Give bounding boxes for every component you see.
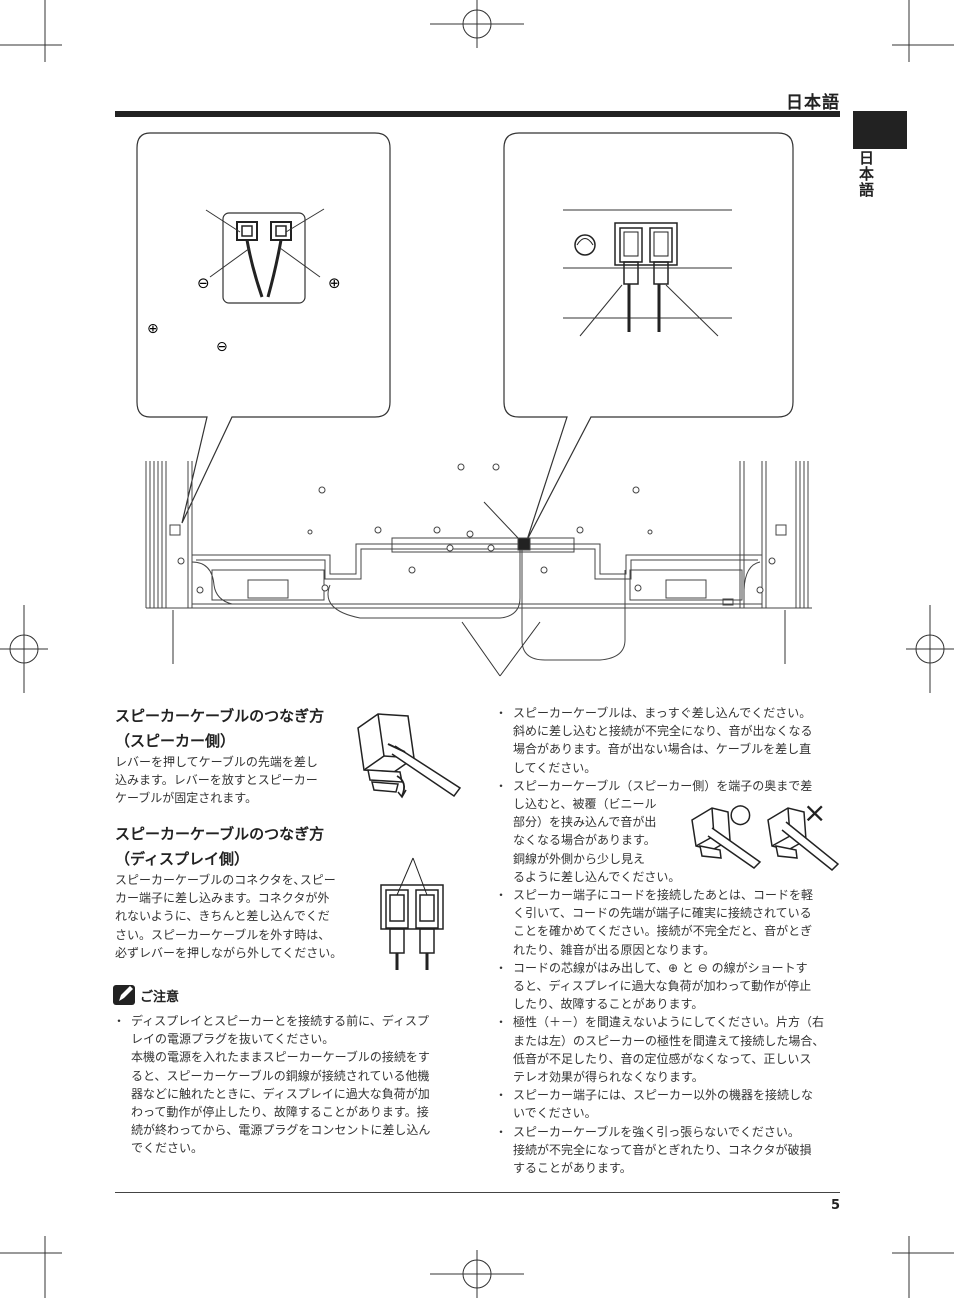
right-callout [503,132,794,541]
header-rule [115,111,840,117]
minus-terminal-symbol: ⊖ [197,274,210,292]
note-item: 極性（＋－）を間違えないようにしてください。片方（右 または左）のスピーカーの極… [495,1013,845,1086]
caution-pencil-icon [113,985,135,1005]
notes-list: スピーカーケーブルは、まっすぐ差し込んでください。 斜めに差し込むと接続が不完全… [495,704,845,1178]
panel-screws [177,463,776,594]
page-number: 5 [830,1198,840,1213]
speaker-side-heading: スピーカーケーブルのつなぎ方 （スピーカー側） [115,707,325,750]
display-terminal-connector-illustration [380,857,444,970]
language-header: 日本語 [786,93,840,113]
minus-legend-symbol: ⊖ [216,339,228,355]
note-item: スピーカーケーブルを強く引っ張らないでください。 接続が不完全になって音がとぎれ… [495,1123,845,1178]
display-rear-panel [145,461,812,661]
caution-item: ディスプレイとスピーカーとを接続する前に、ディスプ レイの電源プラグを抜いてくだ… [113,1012,460,1158]
speaker-terminal-lever-illustration [357,713,462,799]
note-item: スピーカーケーブルは、まっすぐ差し込んでください。 斜めに差し込むと接続が不完全… [495,704,845,777]
plus-legend-symbol: ⊕ [147,321,159,337]
note-item: スピーカー端子にコードを接続したあとは、コードを軽 く引いて、コードの先端が端子… [495,886,845,959]
plus-terminal-symbol: ⊕ [328,274,341,292]
display-side-heading: スピーカーケーブルのつなぎ方 （ディスプレイ側） [115,825,325,868]
note-item: コードの芯線がはみ出して、⊕ と ⊖ の線がショートす ると、ディスプレイに過大… [495,959,845,1014]
leader-lines [172,501,786,677]
note-item: スピーカー端子には、スピーカー以外の機器を接続しな いでください。 [495,1086,845,1122]
speaker-side-body: レバーを押してケーブルの先端を差し 込みます。レバーを放すとスピーカー ケーブル… [115,755,318,806]
footer-rule [115,1192,840,1193]
side-tab-label: 日本語 [857,150,875,198]
note-item: スピーカーケーブル（スピーカー側）を端子の奥まで差 し込むと、被覆（ビニール 部… [495,777,845,886]
left-callout [136,132,391,524]
caution-title: ご注意 [140,990,180,1005]
language-side-tab [853,111,907,149]
display-side-body: スピーカーケーブルのコネクタを､スピー カー端子に差し込みます。コネクタが外 れ… [115,873,343,960]
caution-list: ディスプレイとスピーカーとを接続する前に、ディスプ レイの電源プラグを抜いてくだ… [113,1012,460,1158]
